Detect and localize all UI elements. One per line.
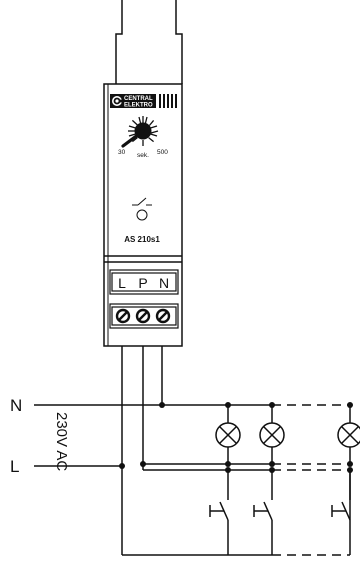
brand-logo (110, 94, 177, 108)
screw-terminal-l (115, 308, 131, 324)
terminal-label-n: N (159, 275, 169, 291)
status-led (136, 209, 148, 221)
pushbutton-icon (209, 470, 229, 555)
brand-name-line2: ELEKTRO (124, 103, 153, 109)
terminal-label-strip (109, 269, 179, 295)
wiring (34, 346, 351, 556)
terminal-label-p: P (138, 275, 147, 291)
dial-pointer (121, 129, 145, 148)
lamp-icon (337, 422, 360, 448)
device-upper-housing-right (175, 0, 183, 84)
time-dial[interactable] (121, 116, 159, 148)
voltage-label: 230V AC (53, 412, 70, 471)
contact-symbol-icon (132, 197, 152, 206)
screw-terminal-block (109, 303, 179, 329)
lamp-icon (259, 422, 285, 448)
neutral-label: N (10, 396, 22, 415)
device-upper-housing (115, 0, 123, 84)
live-label: L (10, 457, 19, 476)
model-label: AS 210s1 (124, 235, 160, 244)
lamp-icon (215, 422, 241, 448)
screw-terminal-p (135, 308, 151, 324)
dial-max-label: 500 (157, 149, 168, 156)
brand-name-line1: CENTRAL (124, 96, 153, 102)
screw-terminal-n (155, 308, 171, 324)
dial-min-label: 30 (118, 149, 126, 156)
pushbutton-icon (253, 470, 273, 555)
dial-unit-label: sek. (137, 152, 149, 159)
pushbutton-icon (331, 470, 351, 521)
terminal-label-l: L (118, 275, 126, 291)
